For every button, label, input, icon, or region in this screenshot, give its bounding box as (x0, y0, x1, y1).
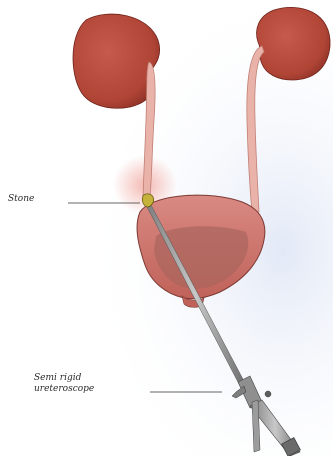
ureteroscope-label-line2: ureteroscope (34, 384, 124, 395)
stone-label: Stone (8, 194, 34, 205)
ureteroscope-label: Semi rigid ureteroscope (34, 373, 124, 395)
scope-valve (265, 391, 271, 397)
ureteroscope-label-line1: Semi rigid (34, 373, 124, 384)
right-kidney (257, 7, 331, 80)
